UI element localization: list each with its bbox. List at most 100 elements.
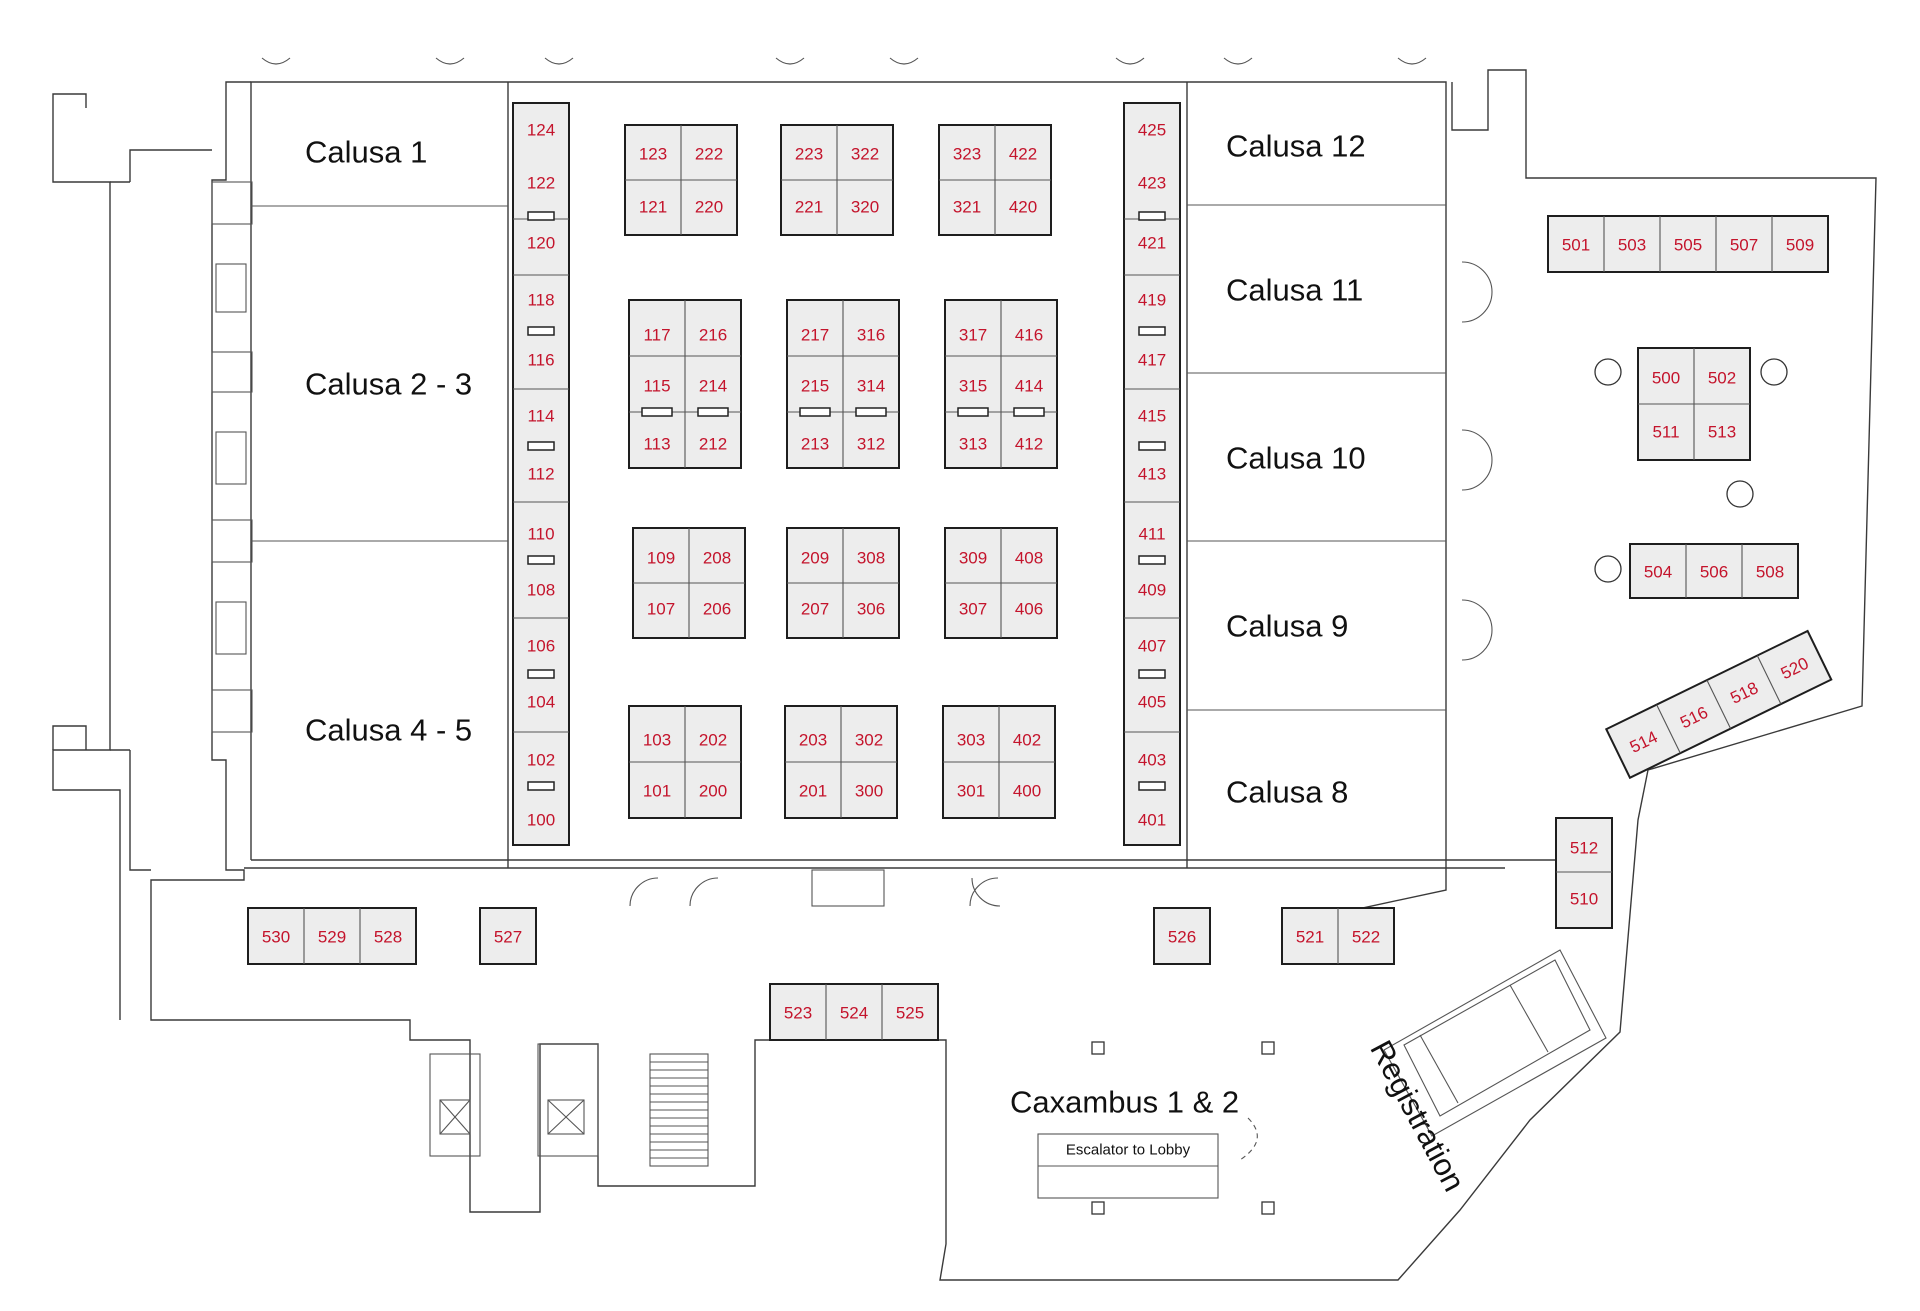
booth-405[interactable]: 405: [1138, 693, 1166, 712]
booth-509[interactable]: 509: [1786, 236, 1814, 255]
booth-206[interactable]: 206: [703, 600, 731, 619]
booth-317[interactable]: 317: [959, 326, 987, 345]
booth-425[interactable]: 425: [1138, 121, 1166, 140]
booth-203[interactable]: 203: [799, 731, 827, 750]
booth-415[interactable]: 415: [1138, 407, 1166, 426]
booth-213[interactable]: 213: [801, 435, 829, 454]
booth-417[interactable]: 417: [1138, 351, 1166, 370]
booth-402[interactable]: 402: [1013, 731, 1041, 750]
booth-109[interactable]: 109: [647, 549, 675, 568]
booth-124[interactable]: 124: [527, 121, 555, 140]
booth-526[interactable]: 526: [1168, 928, 1196, 947]
booth-302[interactable]: 302: [855, 731, 883, 750]
booth-422[interactable]: 422: [1009, 145, 1037, 164]
booth-303[interactable]: 303: [957, 731, 985, 750]
booth-212[interactable]: 212: [699, 435, 727, 454]
booth-202[interactable]: 202: [699, 731, 727, 750]
booth-521[interactable]: 521: [1296, 928, 1324, 947]
booth-530[interactable]: 530: [262, 928, 290, 947]
booth-312[interactable]: 312: [857, 435, 885, 454]
booth-403[interactable]: 403: [1138, 751, 1166, 770]
booth-505[interactable]: 505: [1674, 236, 1702, 255]
booth-419[interactable]: 419: [1138, 291, 1166, 310]
booth-307[interactable]: 307: [959, 600, 987, 619]
booth-108[interactable]: 108: [527, 581, 555, 600]
booth-220[interactable]: 220: [695, 198, 723, 217]
booth-500[interactable]: 500: [1652, 369, 1680, 388]
booth-513[interactable]: 513: [1708, 423, 1736, 442]
booth-420[interactable]: 420: [1009, 198, 1037, 217]
booth-503[interactable]: 503: [1618, 236, 1646, 255]
booth-522[interactable]: 522: [1352, 928, 1380, 947]
booth-208[interactable]: 208: [703, 549, 731, 568]
booth-113[interactable]: 113: [643, 435, 670, 454]
booth-320[interactable]: 320: [851, 198, 879, 217]
booth-413[interactable]: 413: [1138, 465, 1166, 484]
booth-506[interactable]: 506: [1700, 563, 1728, 582]
booth-411[interactable]: 411: [1138, 525, 1165, 544]
booth-123[interactable]: 123: [639, 145, 667, 164]
booth-106[interactable]: 106: [527, 637, 555, 656]
booth-529[interactable]: 529: [318, 928, 346, 947]
booth-102[interactable]: 102: [527, 751, 555, 770]
booth-118[interactable]: 118: [527, 291, 554, 310]
booth-107[interactable]: 107: [647, 600, 675, 619]
booth-504[interactable]: 504: [1644, 563, 1672, 582]
booth-116[interactable]: 116: [527, 351, 554, 370]
booth-510[interactable]: 510: [1570, 890, 1598, 909]
booth-223[interactable]: 223: [795, 145, 823, 164]
booth-309[interactable]: 309: [959, 549, 987, 568]
booth-200[interactable]: 200: [699, 782, 727, 801]
booth-400[interactable]: 400: [1013, 782, 1041, 801]
booth-112[interactable]: 112: [527, 465, 554, 484]
booth-322[interactable]: 322: [851, 145, 879, 164]
booth-121[interactable]: 121: [639, 198, 667, 217]
booth-215[interactable]: 215: [801, 377, 829, 396]
booth-512[interactable]: 512: [1570, 839, 1598, 858]
booth-221[interactable]: 221: [795, 198, 823, 217]
booth-117[interactable]: 117: [643, 326, 670, 345]
booth-209[interactable]: 209: [801, 549, 829, 568]
booth-421[interactable]: 421: [1138, 234, 1166, 253]
booth-214[interactable]: 214: [699, 377, 727, 396]
booth-527[interactable]: 527: [494, 928, 522, 947]
booth-323[interactable]: 323: [953, 145, 981, 164]
booth-115[interactable]: 115: [643, 377, 670, 396]
booth-416[interactable]: 416: [1015, 326, 1043, 345]
booth-217[interactable]: 217: [801, 326, 829, 345]
booth-409[interactable]: 409: [1138, 581, 1166, 600]
booth-222[interactable]: 222: [695, 145, 723, 164]
booth-525[interactable]: 525: [896, 1004, 924, 1023]
booth-306[interactable]: 306: [857, 600, 885, 619]
booth-315[interactable]: 315: [959, 377, 987, 396]
booth-524[interactable]: 524: [840, 1004, 868, 1023]
booth-207[interactable]: 207: [801, 600, 829, 619]
booth-414[interactable]: 414: [1015, 377, 1043, 396]
booth-104[interactable]: 104: [527, 693, 555, 712]
booth-401[interactable]: 401: [1138, 811, 1166, 830]
booth-507[interactable]: 507: [1730, 236, 1758, 255]
booth-523[interactable]: 523: [784, 1004, 812, 1023]
booth-308[interactable]: 308: [857, 549, 885, 568]
booth-423[interactable]: 423: [1138, 174, 1166, 193]
booth-316[interactable]: 316: [857, 326, 885, 345]
booth-408[interactable]: 408: [1015, 549, 1043, 568]
booth-100[interactable]: 100: [527, 811, 555, 830]
booth-501[interactable]: 501: [1562, 236, 1590, 255]
booth-412[interactable]: 412: [1015, 435, 1043, 454]
booth-321[interactable]: 321: [953, 198, 981, 217]
booth-301[interactable]: 301: [957, 782, 985, 801]
booth-508[interactable]: 508: [1756, 563, 1784, 582]
booth-300[interactable]: 300: [855, 782, 883, 801]
booth-201[interactable]: 201: [799, 782, 827, 801]
booth-101[interactable]: 101: [643, 782, 671, 801]
booth-120[interactable]: 120: [527, 234, 555, 253]
booth-511[interactable]: 511: [1652, 423, 1679, 442]
booth-122[interactable]: 122: [527, 174, 555, 193]
booth-528[interactable]: 528: [374, 928, 402, 947]
booth-502[interactable]: 502: [1708, 369, 1736, 388]
booth-407[interactable]: 407: [1138, 637, 1166, 656]
booth-314[interactable]: 314: [857, 377, 885, 396]
booth-114[interactable]: 114: [527, 407, 554, 426]
booth-103[interactable]: 103: [643, 731, 671, 750]
